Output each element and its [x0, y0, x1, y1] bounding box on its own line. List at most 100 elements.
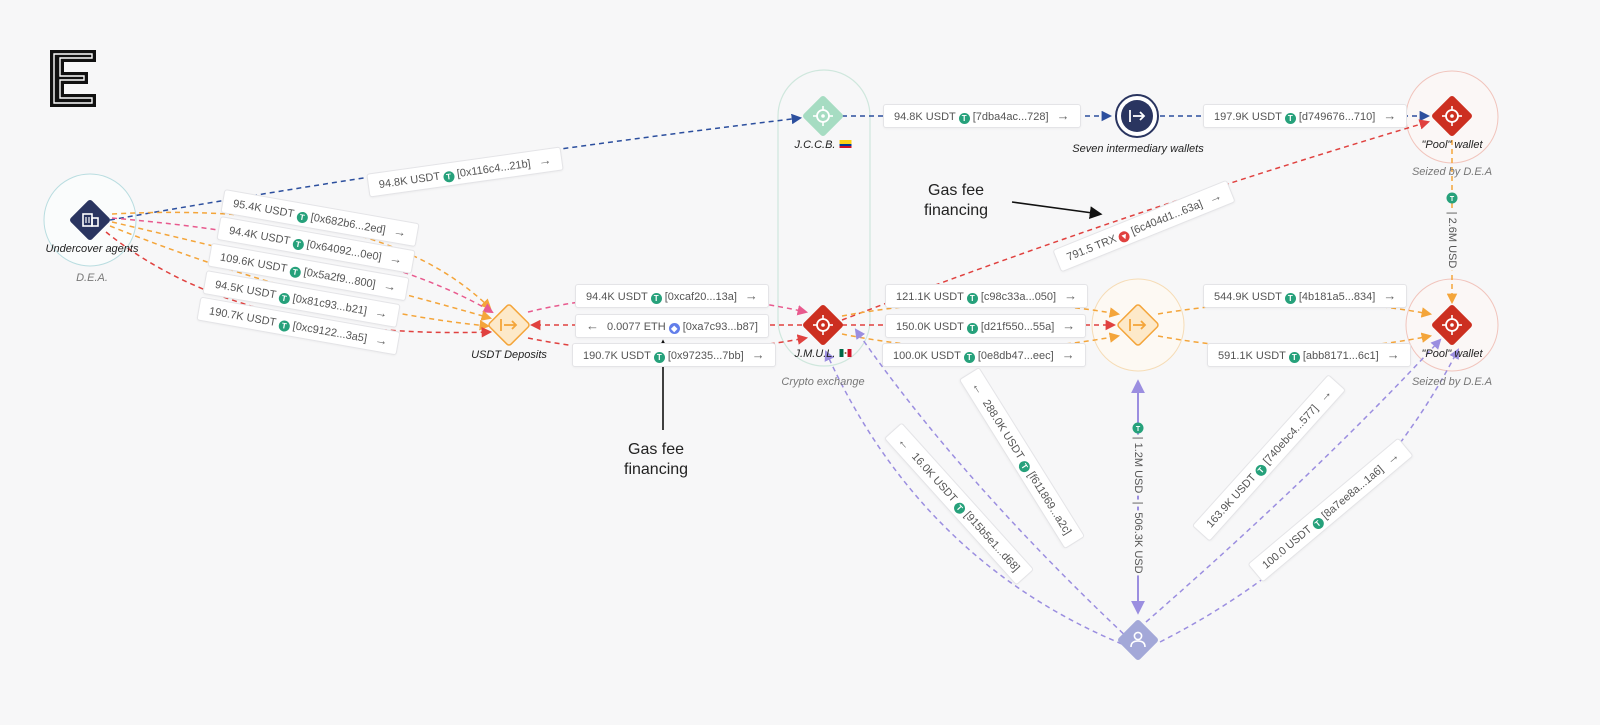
- tether-icon: T: [442, 170, 455, 184]
- jccb-label: J.C.C.B.: [795, 139, 852, 151]
- tether-icon: T: [1284, 113, 1296, 124]
- tether-icon: T: [277, 292, 291, 305]
- arrow-left-icon: ←: [968, 378, 989, 398]
- edge-amount: 197.9K USDT: [1214, 111, 1282, 123]
- arrow-right-icon: →: [373, 331, 390, 349]
- pool-bottom-label: "Pool" wallet: [1421, 348, 1483, 360]
- exchange-group: [777, 69, 871, 367]
- arrow-right-icon: →: [388, 250, 404, 268]
- eth-icon: ◆: [668, 323, 680, 334]
- annotation-gas-top: Gas fee financing: [924, 182, 989, 219]
- edge-address: [abb8171...6c1]: [1302, 350, 1379, 362]
- tether-icon: T: [958, 113, 970, 124]
- annotation-gas-bottom: Gas fee financing: [624, 441, 689, 478]
- arrow-right-icon: →: [1206, 187, 1224, 207]
- building-icon[interactable]: [69, 199, 111, 241]
- edge-person-jmul-1: [854, 328, 1131, 641]
- target-icon[interactable]: [1431, 304, 1473, 346]
- forward-icon[interactable]: [1117, 304, 1159, 346]
- annotation-arrow-top: [1011, 201, 1103, 219]
- tether-icon: [1446, 192, 1458, 204]
- edge-address: [0xa7c93...b87]: [682, 321, 758, 333]
- pool-link-label: | 2.6M USD: [1446, 209, 1458, 271]
- edge-amount: 94.8K USDT: [378, 170, 441, 192]
- tether-glyph: T: [1450, 196, 1455, 203]
- arrow-right-icon: →: [537, 151, 553, 169]
- tether-icon: [1132, 422, 1144, 434]
- seven-label: Seven intermediary wallets: [1072, 143, 1204, 155]
- arrow-left-icon: ←: [894, 433, 915, 453]
- edge-amount: 544.9K USDT: [1214, 291, 1282, 303]
- deposits-label: USDT Deposits: [471, 349, 547, 361]
- arrow-right-icon: →: [1382, 447, 1403, 468]
- edge-person-jmul-2: [824, 350, 1123, 645]
- edge-amount: 94.8K USDT: [894, 111, 956, 123]
- edge-amount: 591.1K USDT: [1218, 350, 1286, 362]
- arrow-right-icon: →: [1061, 347, 1075, 362]
- edge-amount: 150.0K USDT: [896, 321, 964, 333]
- tether-icon: T: [966, 293, 978, 304]
- tether-icon: T: [966, 323, 978, 334]
- arrow-left-icon: ←: [586, 318, 599, 333]
- tether-icon: T: [1284, 293, 1296, 304]
- tether-icon: T: [650, 293, 662, 304]
- mid-link-label-b: 506.3K USD: [1132, 510, 1144, 576]
- target-icon[interactable]: [802, 95, 844, 137]
- edge-agents-deposits-3: [111, 221, 493, 321]
- arrow-right-icon: →: [382, 277, 398, 295]
- pool-top-sub: Seized by D.E.A: [1411, 166, 1493, 178]
- colombia-flag-icon: [839, 140, 852, 148]
- arrow-right-icon: →: [1383, 288, 1397, 303]
- forward-icon[interactable]: [1115, 94, 1159, 138]
- edge-address: [0x97235...7bb]: [667, 350, 744, 362]
- edge-amount: 94.4K USDT: [586, 291, 648, 303]
- edge-address: [4b181a5...834]: [1298, 291, 1376, 303]
- edge-label-e8[interactable]: ← 0.0077 ETH◆[0xa7c93...b87]: [575, 314, 769, 338]
- agents-sub: D.E.A.: [76, 272, 108, 284]
- edge-jmul-pool-trx: [841, 119, 1431, 321]
- edge-address: [d21f550...55a]: [980, 321, 1055, 333]
- agents-label: Undercover agents: [45, 243, 139, 255]
- tether-icon: T: [295, 211, 309, 224]
- target-icon[interactable]: [1431, 95, 1473, 137]
- arrow-right-icon: →: [1386, 347, 1400, 362]
- person-icon[interactable]: [1117, 619, 1159, 661]
- target-icon[interactable]: [802, 304, 844, 346]
- arrow-right-icon: →: [373, 304, 390, 322]
- arrow-right-icon: →: [1056, 108, 1070, 123]
- arrow-right-icon: →: [392, 223, 408, 241]
- edge-address: [d749676...710]: [1298, 111, 1376, 123]
- arrow-right-icon: →: [1064, 288, 1078, 303]
- pool-bottom-sub: Seized by D.E.A: [1411, 376, 1493, 388]
- tether-icon: T: [963, 352, 975, 363]
- tether-glyph: T: [1136, 426, 1141, 433]
- edge-address: [0xcaf20...13a]: [664, 291, 737, 303]
- arrow-right-icon: →: [1062, 318, 1076, 333]
- arrow-right-icon: →: [751, 347, 765, 362]
- jmul-label: J.M.U.L.: [795, 348, 852, 360]
- edge-amount: 190.7K USDT: [583, 350, 651, 362]
- tron-icon: ▼: [1117, 229, 1132, 244]
- arrow-right-icon: →: [1383, 108, 1397, 123]
- edge-amount: 0.0077 ETH: [607, 321, 666, 333]
- tether-icon: T: [288, 265, 302, 279]
- e-logo-icon: [50, 50, 96, 107]
- mexico-flag-icon: [839, 349, 852, 357]
- edge-address: [c98c33a...050]: [980, 291, 1057, 303]
- tether-icon: T: [277, 319, 291, 333]
- edge-address: [7dba4ac...728]: [972, 111, 1049, 123]
- forward-icon[interactable]: [488, 304, 530, 346]
- arrow-right-icon: →: [1315, 385, 1335, 405]
- mid-link-sep: |: [1132, 499, 1144, 507]
- edge-person-pool-1: [1145, 338, 1442, 623]
- exchange-label: Crypto exchange: [781, 376, 865, 388]
